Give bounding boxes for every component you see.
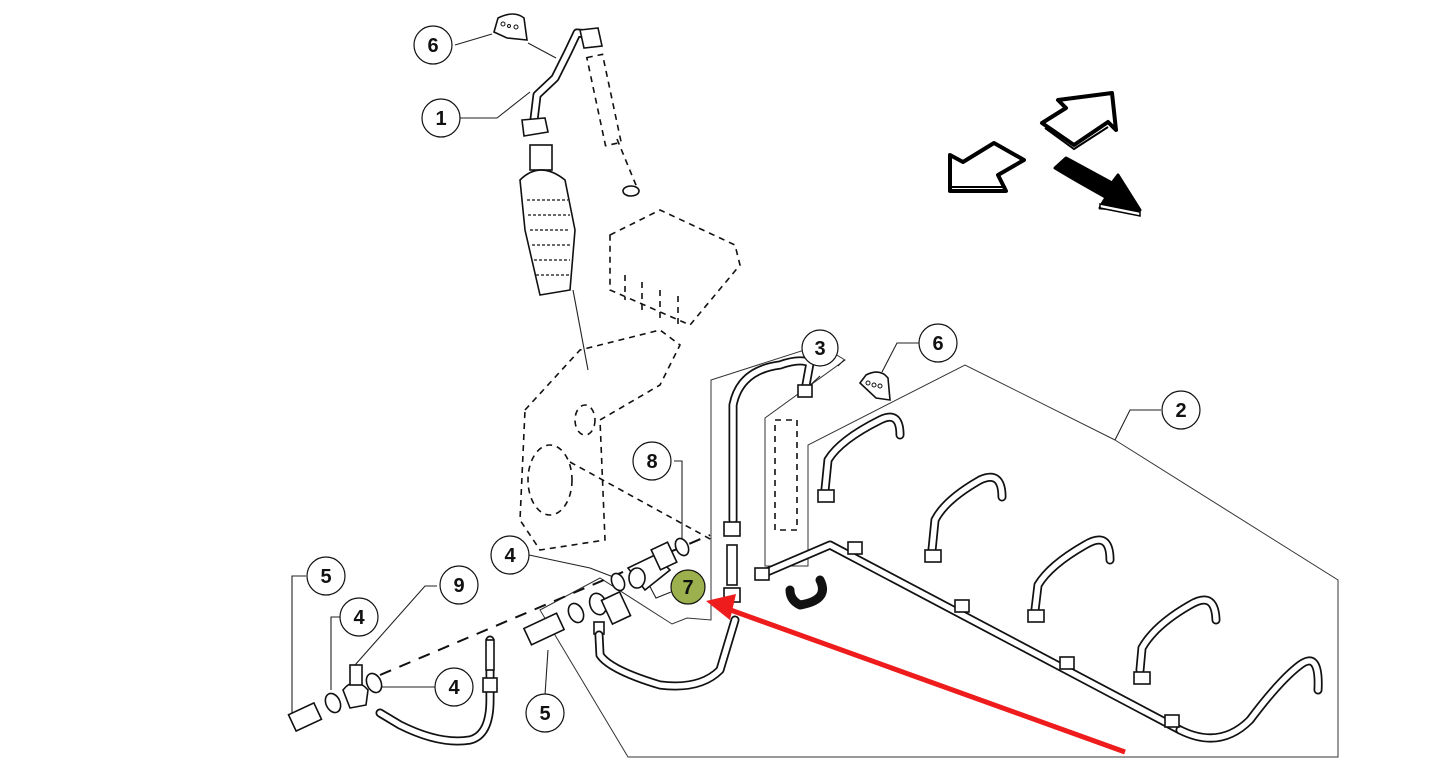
svg-text:6: 6 <box>427 35 438 57</box>
assembly-outlines <box>539 344 1339 758</box>
injector-pipe-item-1 <box>521 27 603 137</box>
callout-3[interactable]: 3 <box>801 329 839 367</box>
outline-item-2 <box>539 344 1339 758</box>
return-manifold-item-2 <box>754 412 1323 743</box>
svg-text:4: 4 <box>353 607 365 629</box>
down-left-arrow-icon <box>948 141 1026 193</box>
callout-4-lower[interactable]: 4 <box>434 667 474 707</box>
pipe-clamp-item-6-top <box>493 13 528 41</box>
gear-case-dashed <box>519 329 682 551</box>
svg-text:3: 3 <box>814 338 825 360</box>
callout-1[interactable]: 1 <box>421 98 461 138</box>
banjo-fitting-lower <box>567 590 740 691</box>
callouts: 6 1 3 6 2 8 4 7 <box>306 25 1201 733</box>
up-right-arrow-icon <box>1040 91 1118 151</box>
svg-text:2: 2 <box>1175 400 1186 422</box>
callout-4-center[interactable]: 4 <box>490 535 530 575</box>
callout-5-center[interactable]: 5 <box>525 693 565 733</box>
callout-6-top[interactable]: 6 <box>413 25 453 65</box>
callout-4-left[interactable]: 4 <box>339 597 379 637</box>
svg-text:5: 5 <box>539 703 550 725</box>
svg-text:4: 4 <box>504 545 516 567</box>
callout-6-lower[interactable]: 6 <box>918 323 958 363</box>
callout-8[interactable]: 8 <box>632 441 672 481</box>
pipe-clamp-item-6-lower <box>858 371 891 401</box>
leader-lines <box>291 33 1161 715</box>
svg-text:8: 8 <box>646 451 657 473</box>
svg-text:4: 4 <box>448 677 460 699</box>
banjo-fitting-item-7 <box>610 537 690 592</box>
orientation-arrows <box>948 91 1142 217</box>
red-pointer-arrow <box>706 594 1126 755</box>
down-right-arrow-icon <box>1053 156 1142 217</box>
callout-5-left[interactable]: 5 <box>306 556 346 596</box>
callout-7-highlighted[interactable]: 7 <box>670 569 706 605</box>
injection-pump <box>519 144 576 296</box>
callout-9[interactable]: 9 <box>439 565 479 605</box>
svg-text:1: 1 <box>435 108 446 130</box>
cylinder-head-dashed <box>609 209 741 326</box>
svg-text:5: 5 <box>320 566 331 588</box>
svg-text:7: 7 <box>682 577 693 599</box>
callout-2[interactable]: 2 <box>1161 390 1201 430</box>
injector-dashed-lower <box>774 419 798 531</box>
banjo-bolt-item-5-center <box>522 612 566 646</box>
left-pipe-assembly <box>287 635 498 746</box>
svg-text:6: 6 <box>932 333 943 355</box>
svg-text:9: 9 <box>453 575 464 597</box>
